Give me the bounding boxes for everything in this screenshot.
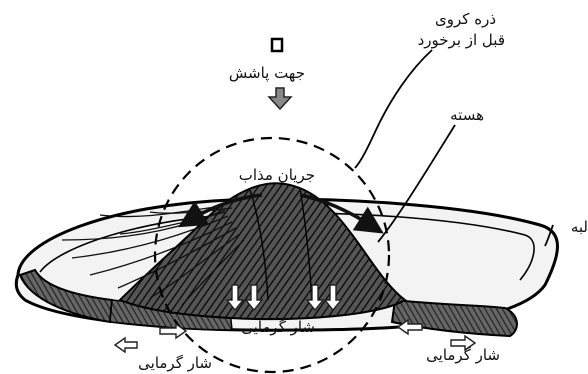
- melt-flow-label: جریان مذاب: [239, 166, 315, 184]
- heat-arrow-left-1: [115, 338, 137, 352]
- heat-flux-left-label: شار گرمایی: [138, 354, 212, 372]
- core-label: هسته: [450, 106, 484, 124]
- spray-source-icon: [272, 39, 282, 51]
- heat-flux-left-arrows: [115, 324, 186, 352]
- particle-label-line1: ذره کروی: [435, 10, 496, 28]
- spray-direction-arrow-icon: [269, 88, 291, 109]
- heat-flux-right-label: شار گرمایی: [426, 346, 500, 364]
- spray-direction-label: جهت پاشش: [229, 64, 305, 83]
- rim-label: لبه: [571, 218, 588, 236]
- heat-flux-center-label: شار گرمایی: [241, 318, 315, 336]
- particle-leader: [355, 50, 432, 168]
- particle-label-line2: قبل از برخورد: [418, 31, 505, 49]
